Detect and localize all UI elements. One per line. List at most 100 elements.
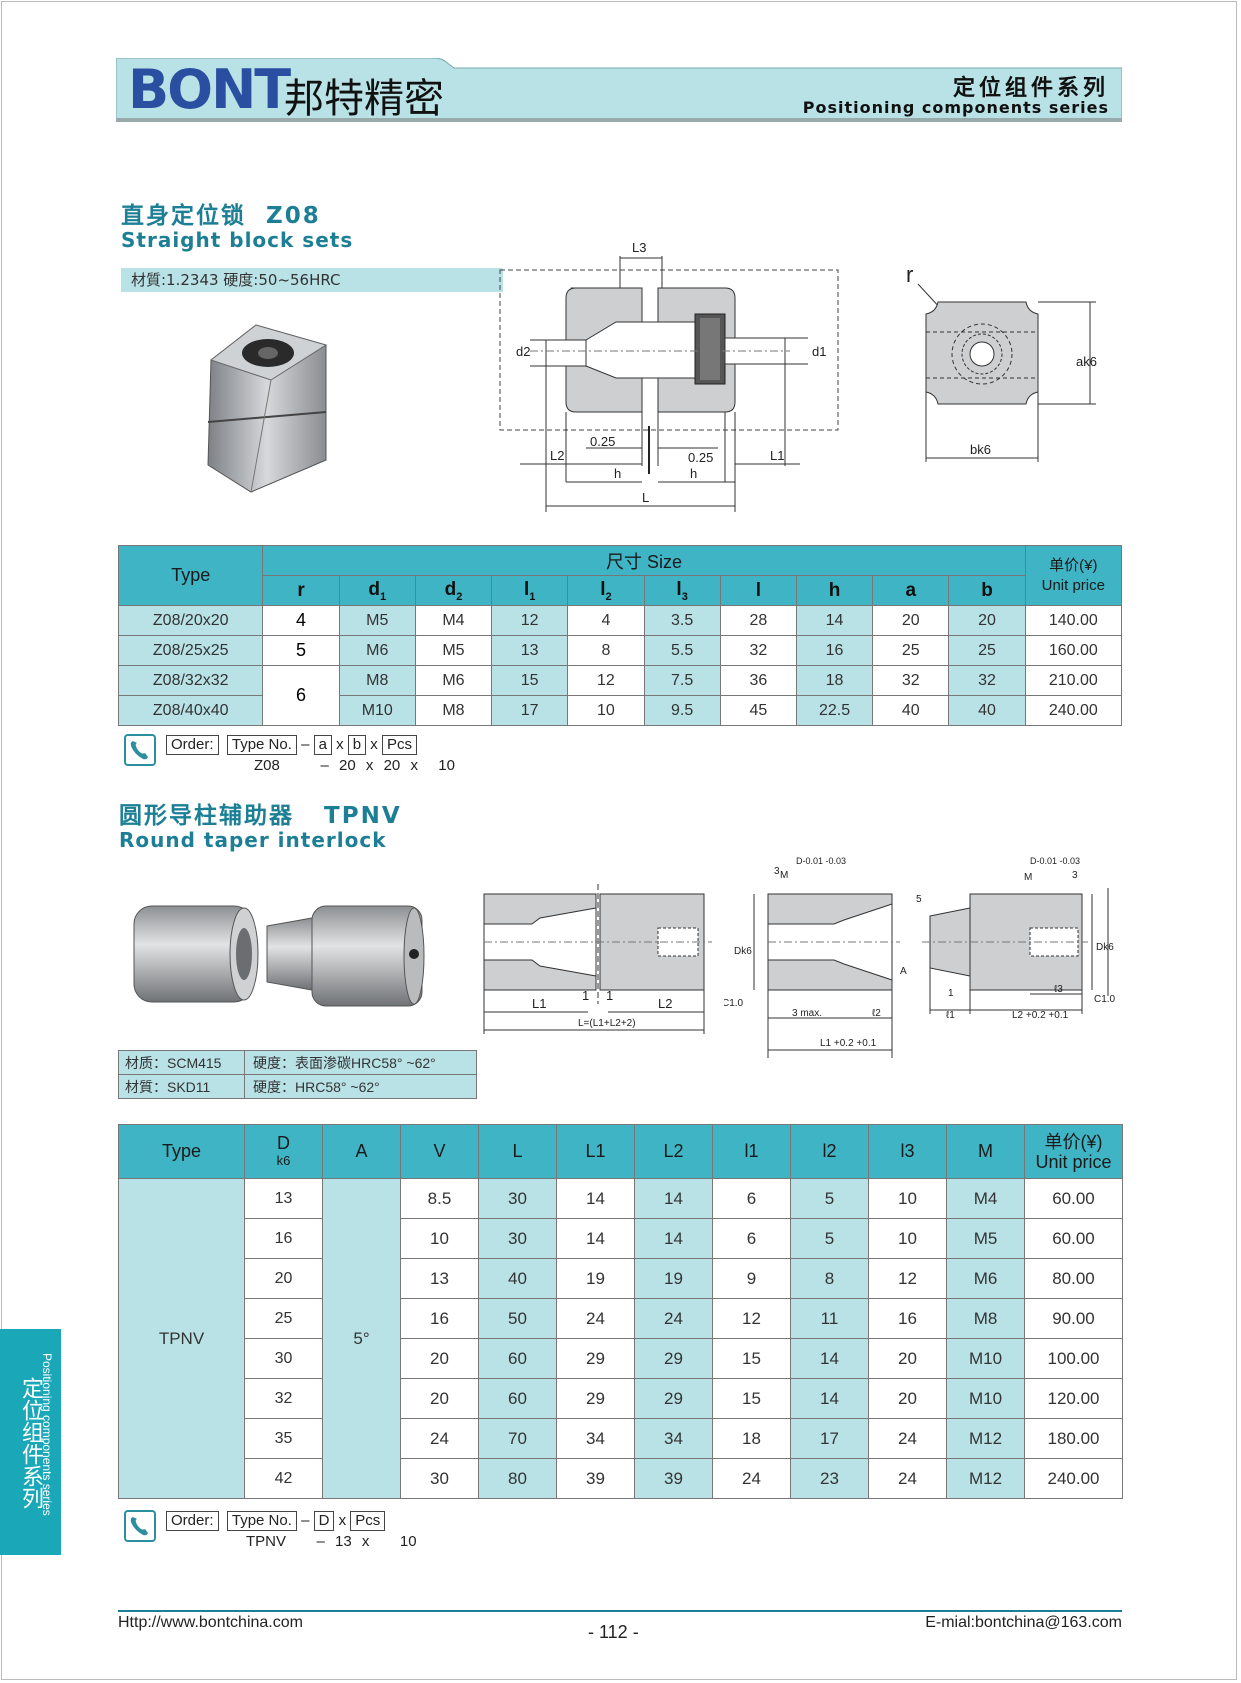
tpnv-cell-l1: 12 xyxy=(712,1298,791,1339)
z08-order-typeno: Type No. xyxy=(226,735,297,755)
tpnv-cell-l3: 12 xyxy=(868,1258,947,1299)
tpnv-cell-price: 90.00 xyxy=(1024,1298,1123,1339)
z08-col-header-8: a xyxy=(872,575,950,606)
z08-cell-l3: 5.5 xyxy=(643,635,721,666)
tpnv-drawing-female: D-0.01 -0.03 M 3 Dk6 A C1.0 3 max. ℓ2 L1… xyxy=(724,856,907,1058)
z08-col-main-7: h xyxy=(828,579,841,601)
tpnv-dim-l2-small: ℓ2 xyxy=(872,1008,881,1019)
z08-cell-h: 14 xyxy=(795,605,874,636)
tpnv-cell-l3: 10 xyxy=(868,1218,947,1259)
z08-cell-l2: 8 xyxy=(567,635,645,666)
tpnv-cell-l1: 18 xyxy=(712,1418,791,1459)
tpnv-cell-d: 35 xyxy=(244,1418,323,1459)
z08-cell-h: 16 xyxy=(795,635,874,666)
tpnv-hardness: 硬度：表面渗碳HRC58° ~62° xyxy=(244,1050,477,1075)
tpnv-dim-1c: 1 xyxy=(948,988,954,999)
z08-th-type: Type xyxy=(117,545,264,606)
tpnv-cell-l1: 9 xyxy=(712,1258,791,1299)
tpnv-cell-l2: 14 xyxy=(634,1178,713,1219)
z08-col-header-9: b xyxy=(948,575,1026,606)
z08-dim-l1: L1 xyxy=(770,448,784,463)
tpnv-cell-price: 180.00 xyxy=(1024,1418,1123,1459)
footer-url[interactable]: Http://www.bontchina.com xyxy=(118,1614,303,1631)
tpnv-dim-dk6-a: Dk6 xyxy=(734,946,752,957)
z08-col-main-3: l xyxy=(523,578,530,600)
tpnv-cell-l1: 29 xyxy=(556,1338,635,1379)
z08-cell-a: 20 xyxy=(872,605,950,636)
tpnv-dim-1b: 1 xyxy=(606,988,613,1003)
z08-th-price: 单价(¥) Unit price xyxy=(1024,545,1123,606)
z08-col-sub-4: 2 xyxy=(605,590,612,603)
tpnv-cell-l2: 19 xyxy=(634,1258,713,1299)
tpnv-cell-m: M12 xyxy=(946,1458,1025,1499)
z08-col-sub-3: 1 xyxy=(529,590,536,603)
z08-cell-l: 32 xyxy=(719,635,797,666)
tpnv-title-en: Round taper interlock xyxy=(119,828,387,852)
tpnv-cell-price: 60.00 xyxy=(1024,1218,1123,1259)
tpnv-cell-d: 25 xyxy=(244,1298,323,1339)
z08-ex-type: Z08 xyxy=(254,757,280,774)
z08-col-header-7: h xyxy=(795,575,874,606)
z08-cell-d1: M8 xyxy=(338,665,416,696)
tpnv-cell-l2: 14 xyxy=(790,1378,869,1419)
tpnv-cell-v: 24 xyxy=(400,1418,479,1459)
z08-col-header-3: l1 xyxy=(491,575,569,606)
z08-dim-d1: d1 xyxy=(812,344,826,359)
z08-col-sub-5: 3 xyxy=(681,590,688,603)
tpnv-order-typeno: Type No. xyxy=(226,1511,297,1531)
z08-cell-d1: M10 xyxy=(338,695,416,726)
tpnv-cell-price: 80.00 xyxy=(1024,1258,1123,1299)
tpnv-cell-price: 60.00 xyxy=(1024,1178,1123,1219)
z08-th-size: 尺寸 Size xyxy=(262,545,1026,576)
tpnv-cell-l2: 5 xyxy=(790,1218,869,1259)
tpnv-ex-dash: – xyxy=(316,1533,325,1550)
tpnv-th-4: L2 xyxy=(634,1124,713,1179)
tpnv-cell-price: 240.00 xyxy=(1024,1458,1123,1499)
z08-cell-price: 210.00 xyxy=(1024,665,1123,696)
z08-cell-l1: 17 xyxy=(491,695,569,726)
tpnv-dim-l1: L1 xyxy=(532,996,546,1011)
z08-cell-l1: 12 xyxy=(491,605,569,636)
tpnv-cell-l1: 24 xyxy=(712,1458,791,1499)
z08-cell-d2: M8 xyxy=(414,695,493,726)
z08-ex-pcs: 10 xyxy=(438,757,455,774)
tpnv-cell-l2: 11 xyxy=(790,1298,869,1339)
tpnv-cell-l1: 24 xyxy=(556,1298,635,1339)
z08-cell-r: 5 xyxy=(262,635,340,666)
z08-dim-l3: L3 xyxy=(632,240,646,255)
footer-email[interactable]: E-mial:bontchina@163.com xyxy=(925,1614,1122,1631)
z08-cell-b: 20 xyxy=(948,605,1026,636)
z08-cell-h: 22.5 xyxy=(795,695,874,726)
z08-cell-l1: 15 xyxy=(491,665,569,696)
tpnv-cell-l1: 14 xyxy=(556,1178,635,1219)
tpnv-cell-l1: 29 xyxy=(556,1378,635,1419)
tpnv-hardness: 硬度：HRC58° ~62° xyxy=(244,1074,477,1099)
tpnv-ex-x: x xyxy=(361,1533,370,1550)
tpnv-cell-v: 8.5 xyxy=(400,1178,479,1219)
z08-th-price-cn: 单价(¥) xyxy=(1049,556,1098,574)
tpnv-cell-l1: 39 xyxy=(556,1458,635,1499)
z08-order-format: Order: Type No. – a x b x Pcs xyxy=(166,735,417,755)
tpnv-cell-d: 42 xyxy=(244,1458,323,1499)
tpnv-cell-l3: 20 xyxy=(868,1338,947,1379)
tpnv-code: TPNV xyxy=(324,803,402,829)
z08-end-drawing: r ak6 bk6 xyxy=(906,262,1097,462)
side-tab-en: Positioning components series xyxy=(40,1353,54,1516)
z08-col-header-4: l2 xyxy=(567,575,645,606)
tpnv-th-0: A xyxy=(322,1124,401,1179)
tpnv-cell-l2: 5 xyxy=(790,1178,869,1219)
z08-cell-a: 32 xyxy=(872,665,950,696)
tpnv-cell-l2: 14 xyxy=(634,1218,713,1259)
tpnv-cell-m: M8 xyxy=(946,1298,1025,1339)
z08-order-b: b xyxy=(347,735,367,755)
z08-col-sub-1: 1 xyxy=(379,590,387,603)
tpnv-th-price-en: Unit price xyxy=(1035,1151,1112,1172)
tpnv-drawing-assembly: L1 1 1 L2 L=(L1+L2+2) xyxy=(483,884,712,1034)
